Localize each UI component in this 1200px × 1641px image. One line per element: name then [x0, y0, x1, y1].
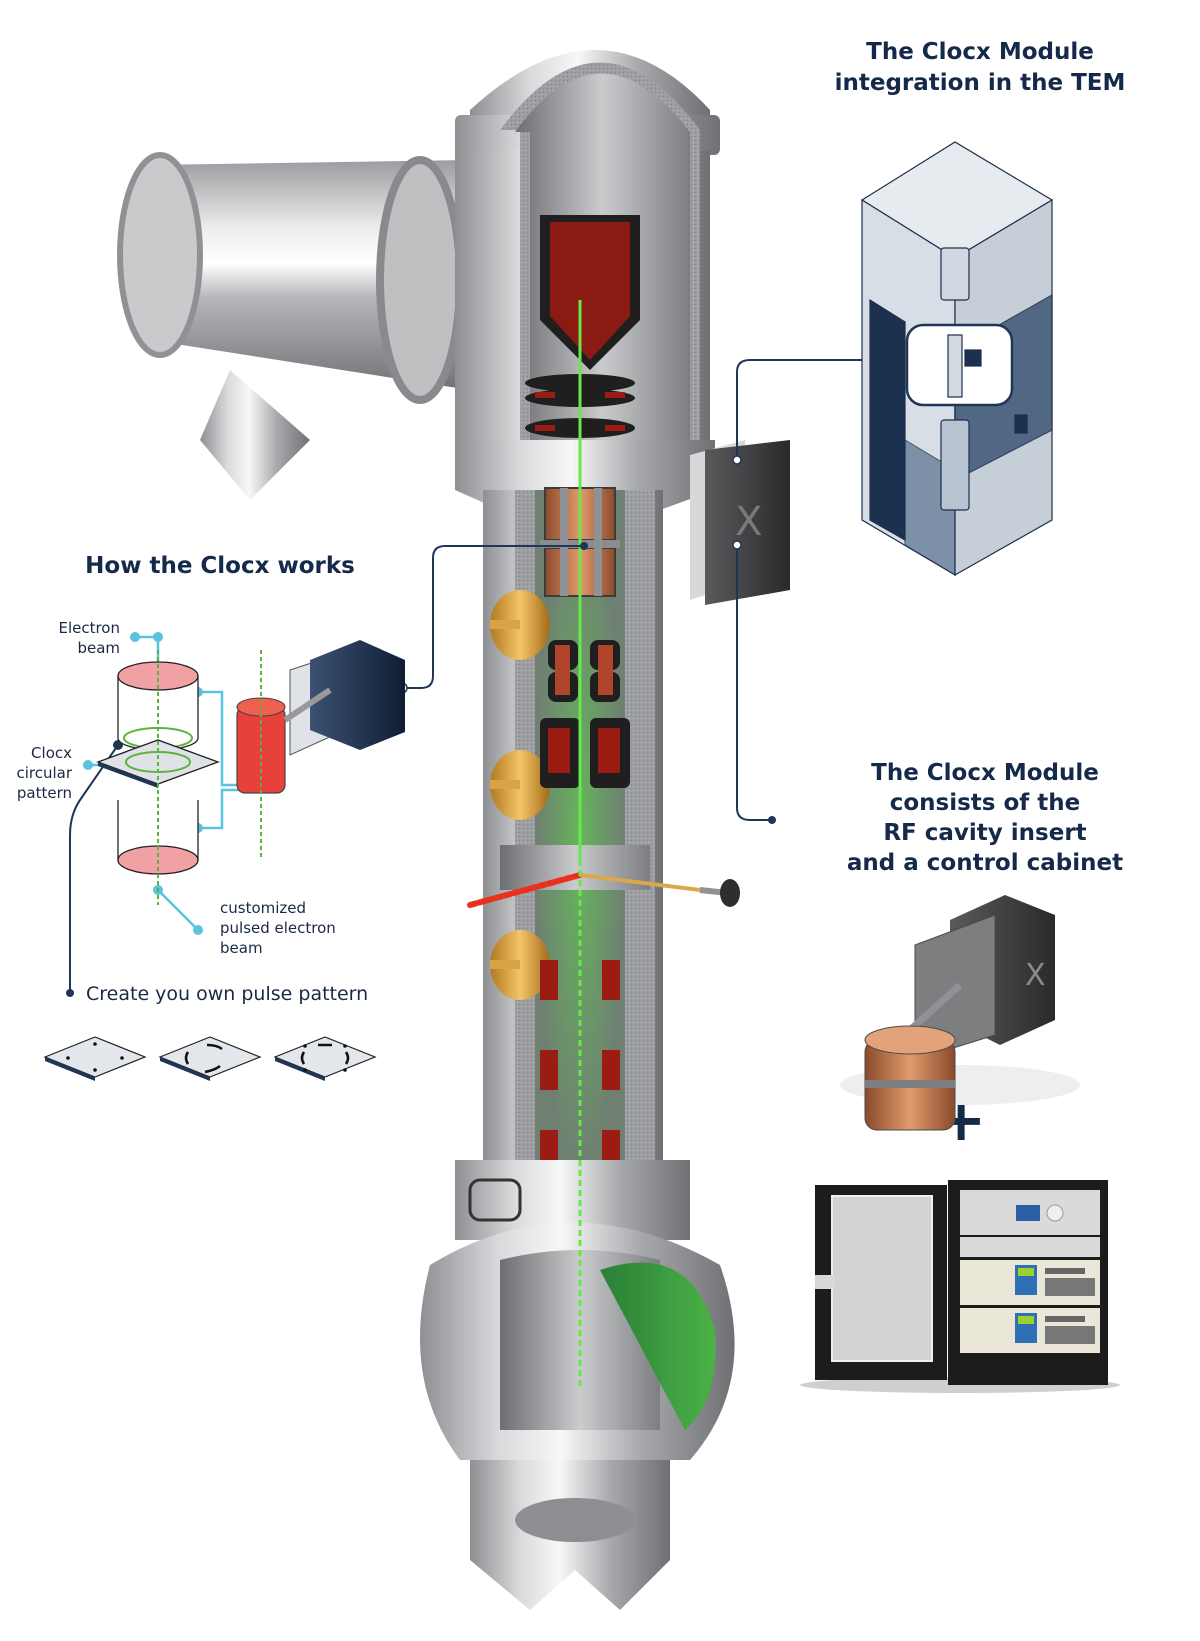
consists-heading-line-2: consists of the	[889, 790, 1081, 816]
consists-heading-line-1: The Clocx Module	[871, 760, 1099, 786]
pattern-plate-dots-and-arcs	[273, 1036, 377, 1081]
laser-beam	[467, 872, 583, 908]
pulse-pattern-plates	[43, 1036, 377, 1081]
circular-pattern-label-line-1: Clocx	[31, 744, 72, 762]
circular-pattern-label-line-2: circular	[16, 764, 72, 782]
circular-pattern-label: Clocx circular pattern	[0, 743, 72, 803]
how-it-works-heading: How the Clocx works	[85, 553, 355, 579]
magnetic-lenses	[540, 640, 630, 1170]
clocx-control-box: X	[690, 440, 790, 605]
rf-cavity-insert-render: X	[840, 895, 1080, 1131]
gold-feedthroughs	[490, 590, 550, 1000]
logo-x-mark: X	[735, 499, 762, 545]
pulsed-beam-label-line-1: customized	[220, 899, 307, 917]
electron-beam-label-line-2: beam	[77, 639, 120, 657]
consists-heading-line-3: RF cavity insert	[883, 820, 1087, 846]
consists-heading-line-4: and a control cabinet	[846, 850, 1124, 876]
pulse-pattern-label: Create you own pulse pattern	[86, 983, 369, 1005]
integration-heading-line-2: integration in the TEM	[834, 70, 1126, 96]
consists-heading: The Clocx Module consists of the RF cavi…	[830, 758, 1140, 878]
specimen-stage	[467, 845, 740, 908]
electron-gun-housing	[455, 50, 720, 480]
side-vacuum-pipe	[117, 152, 470, 500]
integration-heading: The Clocx Module integration in the TEM	[820, 37, 1140, 99]
pattern-plate-dots	[43, 1036, 147, 1081]
pulsed-beam-label-line-3: beam	[220, 939, 263, 957]
pulsed-beam-label-line-2: pulsed electron	[220, 919, 336, 937]
fluorescent-screen	[600, 1262, 716, 1430]
pattern-plate-arcs	[158, 1036, 262, 1081]
pulsed-beam-label: customized pulsed electron beam	[220, 898, 380, 958]
circular-pattern-label-line-3: pattern	[16, 784, 72, 802]
clocx-principle-diagram	[83, 632, 405, 935]
electron-beam-label: Electron beam	[20, 618, 120, 658]
tem-cabinet-diagram	[860, 141, 1054, 577]
viewing-chamber	[420, 1160, 735, 1610]
logo-x-mark-render: X	[1025, 958, 1046, 993]
integration-heading-line-1: The Clocx Module	[866, 39, 1094, 65]
electron-beam-label-line-1: Electron	[58, 619, 120, 637]
cathode	[540, 215, 640, 370]
specimen-holder-knob	[720, 879, 740, 907]
callout-connectors	[69, 359, 905, 993]
control-cabinet-render	[800, 1180, 1120, 1393]
